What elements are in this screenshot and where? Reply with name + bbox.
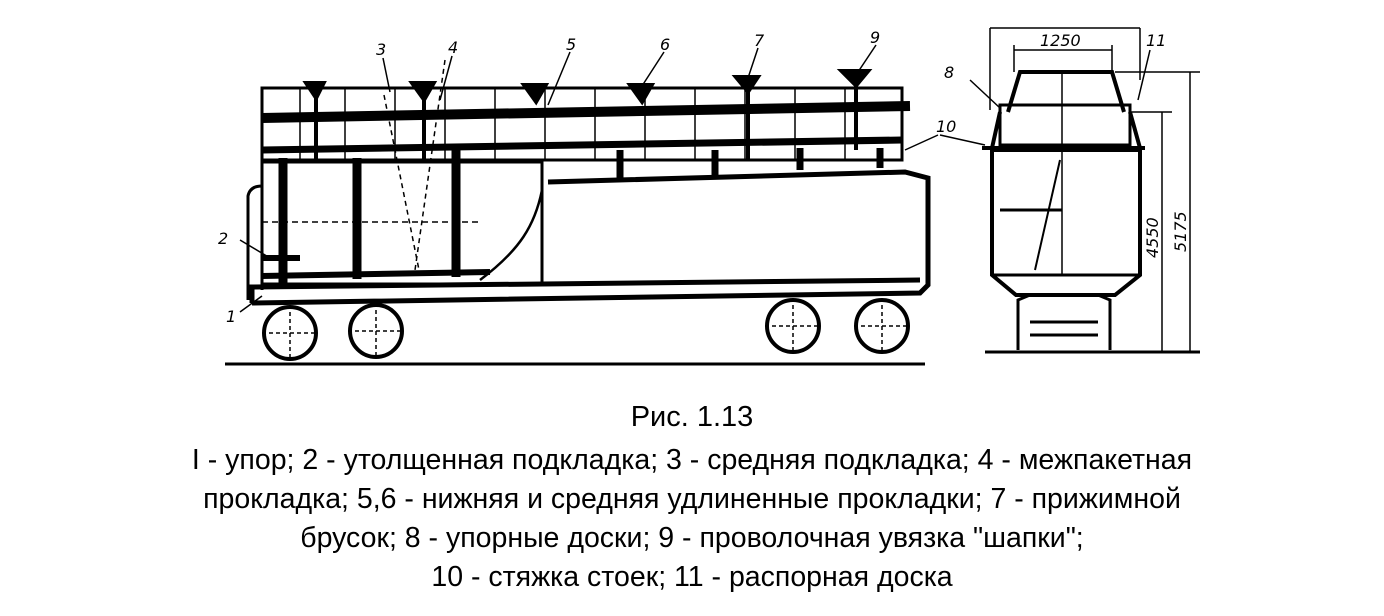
callout-6: 6: [660, 35, 670, 54]
lumber-bundle-lower: [260, 160, 544, 286]
wheel-set: [262, 298, 910, 361]
dim-height-inner: 4550: [1143, 217, 1162, 258]
callout-5: 5: [566, 35, 576, 54]
end-cap: [1006, 70, 1126, 113]
side-view: [225, 44, 986, 366]
callout-8: 8: [944, 63, 954, 82]
stakes: [278, 150, 461, 283]
side-callouts: 1 2 3 4 5 6 7 9 10: [218, 28, 956, 326]
callout-2: 2: [218, 229, 228, 248]
wagon-loading-diagram: 1 2 3 4 5 6 7 9 10: [218, 27, 1200, 366]
lumber-cap: [260, 86, 904, 162]
figure-title: Рис. 1.13: [630, 401, 754, 433]
callout-10: 10: [936, 117, 956, 136]
end-wall: [246, 184, 264, 300]
long-pad-lower: [261, 136, 903, 154]
legend-line: I - упор; 2 - утолщенная подкладка; 3 - …: [191, 444, 1193, 476]
end-bogie: [1016, 293, 1112, 350]
legend-line: 10 - стяжка стоек; 11 - распорная доска: [431, 561, 953, 593]
legend-line: брусок; 8 - упорные доски; 9 - проволочн…: [300, 522, 1084, 554]
end-view: [969, 27, 1200, 354]
support-boards: [982, 111, 1145, 150]
callout-7: 7: [754, 31, 765, 50]
wagon-frame: [249, 169, 931, 306]
callout-11: 11: [1146, 31, 1166, 50]
end-car-body: [990, 148, 1142, 297]
dimension-lines: [969, 27, 1200, 352]
dim-height-outer: 5175: [1171, 211, 1190, 252]
long-pad-middle: [261, 101, 911, 123]
dim-top-width: 1250: [1040, 31, 1081, 50]
bundle-slope: [479, 189, 544, 281]
end-labels: 8 11 1250 4550 5175: [944, 31, 1190, 258]
callout-4: 4: [448, 38, 458, 57]
figure-legend: I - упор; 2 - утолщенная подкладка; 3 - …: [0, 441, 1384, 597]
top-fixings: [302, 69, 873, 160]
callout-1: 1: [226, 307, 236, 326]
callout-leaders: [239, 44, 986, 313]
legend-line: прокладка; 5,6 - нижняя и средняя удлине…: [203, 483, 1181, 515]
callout-3: 3: [376, 40, 386, 59]
callout-9: 9: [870, 28, 880, 47]
